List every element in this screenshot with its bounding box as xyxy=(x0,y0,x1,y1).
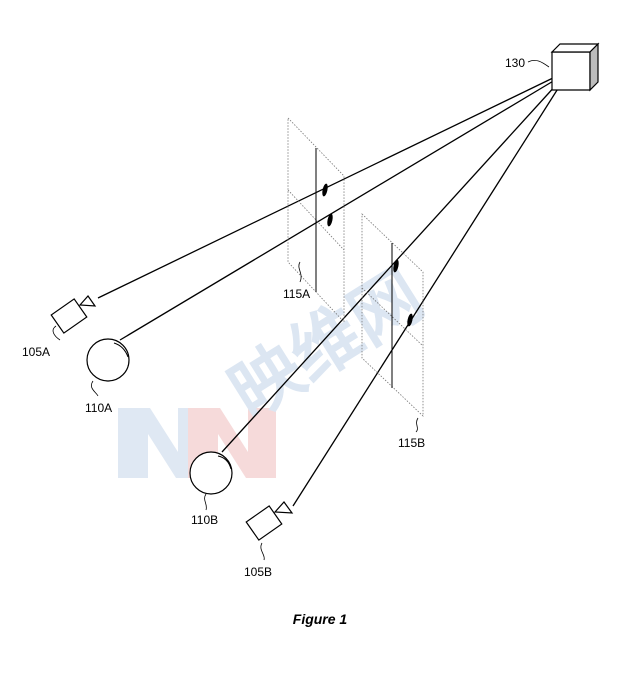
eye-110a-icon xyxy=(86,338,130,382)
label-105a: 105A xyxy=(22,345,50,359)
ray-to-eye-110b xyxy=(221,83,558,453)
ray-to-camera-105b xyxy=(292,86,560,507)
label-130: 130 xyxy=(505,56,525,70)
figure-caption: Figure 1 xyxy=(293,611,348,627)
leader-lines xyxy=(52,59,550,561)
plane-115a xyxy=(287,117,345,324)
label-110a: 110A xyxy=(85,401,112,415)
ray-to-eye-110a xyxy=(119,79,556,341)
watermark-text: 映维网 xyxy=(216,254,438,435)
label-105b: 105B xyxy=(244,565,272,579)
marker-dot xyxy=(322,183,328,197)
camera-105a-icon xyxy=(50,295,97,334)
label-110b: 110B xyxy=(191,513,218,527)
label-115a: 115A xyxy=(283,287,310,301)
marker-dot xyxy=(327,213,333,227)
plane-115b xyxy=(361,213,424,417)
camera-105b-icon xyxy=(245,501,294,541)
marker-dot xyxy=(407,313,413,327)
eye-110b-icon xyxy=(189,451,233,495)
marker-dot xyxy=(393,259,399,273)
watermark: 映维网 xyxy=(118,254,437,478)
label-115b: 115B xyxy=(398,436,425,450)
device-130-icon xyxy=(550,42,600,92)
